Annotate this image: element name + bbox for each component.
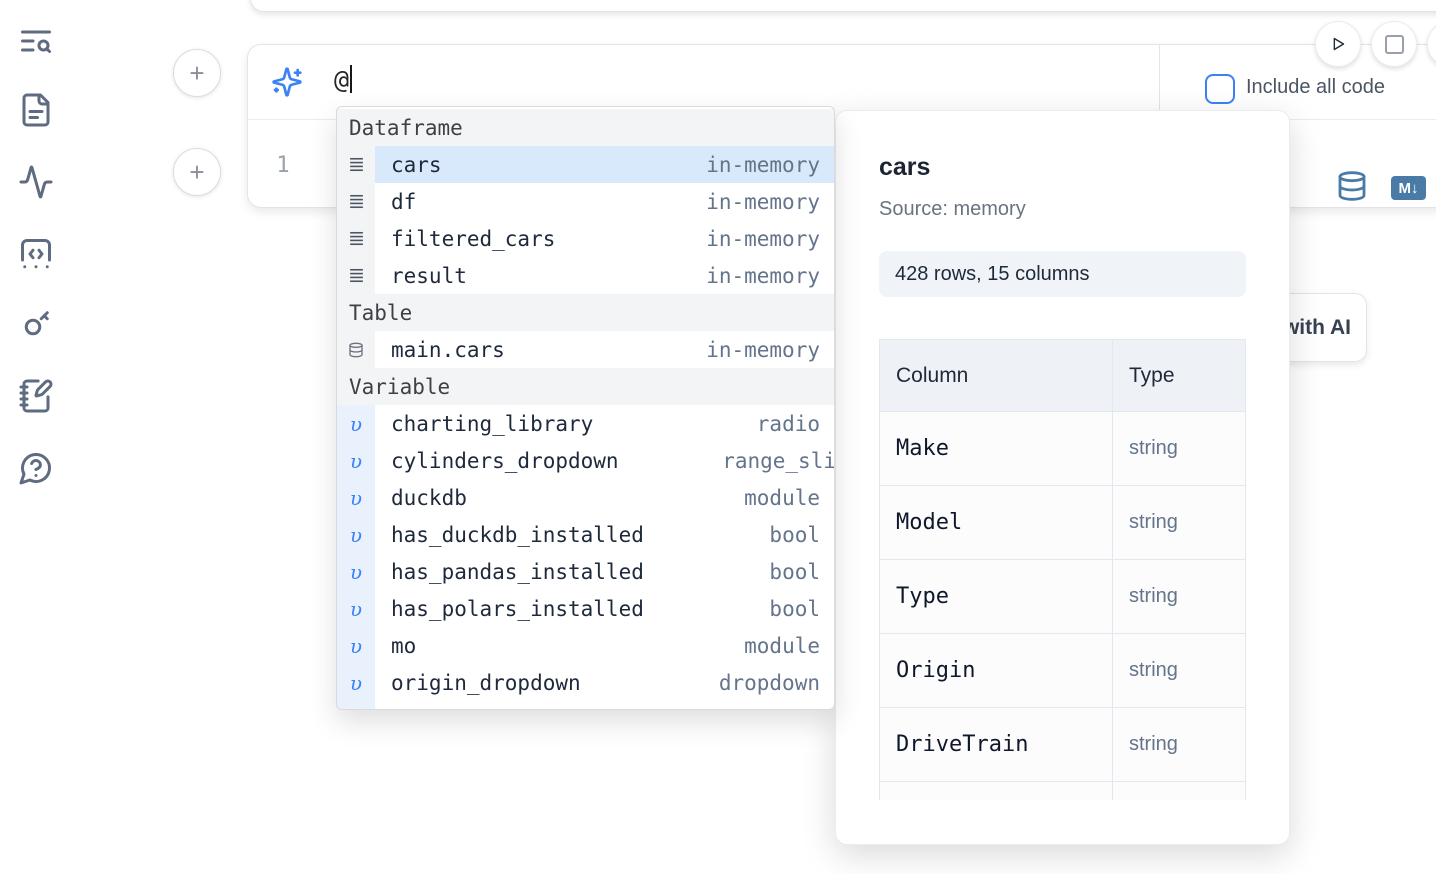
item-type: range_sli — [722, 448, 835, 473]
item-type: in-memory — [706, 263, 820, 288]
autocomplete-item-cars[interactable]: cars in-memory — [337, 146, 834, 183]
run-cell-button[interactable] — [1315, 21, 1361, 67]
table-row: DriveTrain string — [879, 707, 1246, 782]
section-header-dataframe: Dataframe — [337, 109, 834, 146]
file-document-icon[interactable] — [18, 92, 54, 128]
snippets-code-icon[interactable] — [18, 236, 54, 272]
add-cell-above-button[interactable]: + — [173, 49, 221, 97]
help-icon[interactable] — [18, 450, 54, 486]
previous-cell-edge — [250, 0, 1436, 12]
item-type: radio — [756, 411, 820, 436]
autocomplete-item-main-cars[interactable]: main.cars in-memory — [337, 331, 834, 368]
preview-source: Source: memory — [879, 198, 1026, 220]
item-name: df — [391, 189, 417, 214]
stop-button[interactable] — [1371, 21, 1417, 67]
add-cell-below-button[interactable]: + — [173, 148, 221, 196]
divider — [1159, 45, 1160, 119]
activity-icon[interactable] — [18, 164, 54, 200]
item-type: in-memory — [706, 152, 820, 177]
item-type: bool — [769, 596, 820, 621]
text-caret — [350, 65, 353, 93]
toc-search-icon[interactable] — [18, 23, 54, 59]
include-all-code-checkbox[interactable] — [1205, 74, 1235, 104]
dataframe-rows-icon — [337, 257, 375, 294]
autocomplete-item-charting-library[interactable]: υ charting_library radio — [337, 405, 834, 442]
autocomplete-item-has-polars-installed[interactable]: υ has_polars_installed bool — [337, 590, 834, 627]
item-name: filtered_cars — [391, 226, 556, 251]
autocomplete-item-has-pandas-installed[interactable]: υ has_pandas_installed bool — [337, 553, 834, 590]
table-row: Make string — [879, 411, 1246, 486]
line-number: 1 — [276, 153, 290, 178]
item-type: dropdown — [718, 670, 820, 695]
preview-shape-badge: 428 rows, 15 columns — [879, 251, 1246, 297]
item-type: module — [744, 485, 820, 510]
variable-icon: υ — [349, 485, 363, 510]
variable-icon: υ — [349, 411, 363, 436]
table-row: Model string — [879, 485, 1246, 560]
item-name: main.cars — [391, 337, 505, 362]
item-name: mo — [391, 633, 417, 658]
include-all-code-label: Include all code — [1246, 76, 1385, 98]
stop-icon — [1384, 34, 1404, 54]
autocomplete-item-has-duckdb-installed[interactable]: υ has_duckdb_installed bool — [337, 516, 834, 553]
preview-title: cars — [879, 153, 931, 181]
schema-table-wrapper: Column Type Make string Model string Typ… — [879, 339, 1246, 800]
item-name: charting_library — [391, 411, 594, 436]
item-name: origin_dropdown — [391, 670, 581, 695]
dataframe-rows-icon — [337, 146, 375, 183]
datasource-database-icon[interactable] — [1336, 168, 1368, 204]
item-type: in-memory — [706, 226, 820, 251]
schema-header-type: Type — [1112, 339, 1246, 412]
variable-icon: υ — [349, 596, 363, 621]
item-type: in-memory — [706, 337, 820, 362]
item-name: cars — [391, 152, 442, 177]
item-name: has_pandas_installed — [391, 559, 644, 584]
variable-icon: υ — [349, 633, 363, 658]
table-row: Type string — [879, 559, 1246, 634]
section-header-table: Table — [337, 294, 834, 331]
table-database-icon — [337, 331, 375, 368]
table-row: Origin string — [879, 633, 1246, 708]
item-type: bool — [769, 559, 820, 584]
item-name: has_duckdb_installed — [391, 522, 644, 547]
variable-icon: υ — [349, 559, 363, 584]
autocomplete-item-mo[interactable]: υ mo module — [337, 627, 834, 664]
play-icon — [1333, 37, 1345, 51]
autocomplete-item-result[interactable]: result in-memory — [337, 257, 834, 294]
item-type: module — [744, 708, 834, 710]
schema-header-column: Column — [879, 339, 1113, 412]
variable-icon: υ — [349, 670, 363, 695]
autocomplete-item-origin-dropdown[interactable]: υ origin_dropdown dropdown — [337, 664, 834, 701]
scratchpad-icon[interactable] — [18, 378, 54, 414]
item-name: result — [391, 263, 467, 288]
variable-icon: υ — [350, 708, 362, 710]
item-name: has_polars_installed — [391, 596, 644, 621]
variable-icon: υ — [349, 522, 363, 547]
item-type: module — [744, 633, 820, 658]
item-type: bool — [769, 522, 820, 547]
dataframe-rows-icon — [337, 183, 375, 220]
table-row — [879, 781, 1246, 800]
autocomplete-item-cylinders-dropdown[interactable]: υ cylinders_dropdown range_sli — [337, 442, 834, 479]
item-name: cylinders_dropdown — [391, 448, 619, 473]
autocomplete-item-df[interactable]: df in-memory — [337, 183, 834, 220]
markdown-icon[interactable]: M↓ — [1391, 176, 1426, 200]
autocomplete-item-duckdb[interactable]: υ duckdb module — [337, 479, 834, 516]
autocomplete-item-filtered-cars[interactable]: filtered_cars in-memory — [337, 220, 834, 257]
sidebar — [0, 0, 72, 874]
ai-prompt-input[interactable]: @ — [334, 65, 353, 94]
sparkles-ai-icon — [271, 66, 303, 98]
autocomplete-item-pd[interactable]: υ pd module — [337, 701, 834, 710]
item-name: duckdb — [391, 485, 467, 510]
item-type: in-memory — [706, 189, 820, 214]
schema-table: Column Type Make string Model string Typ… — [879, 339, 1246, 800]
dataframe-rows-icon — [337, 220, 375, 257]
dataframe-preview-panel: cars Source: memory 428 rows, 15 columns… — [835, 110, 1290, 845]
autocomplete-dropdown: Dataframe cars in-memory df in-memory filt… — [336, 106, 835, 710]
item-name: pd — [375, 708, 416, 710]
variable-icon: υ — [349, 448, 363, 473]
section-header-variable: Variable — [337, 368, 834, 405]
key-icon[interactable] — [18, 306, 54, 342]
